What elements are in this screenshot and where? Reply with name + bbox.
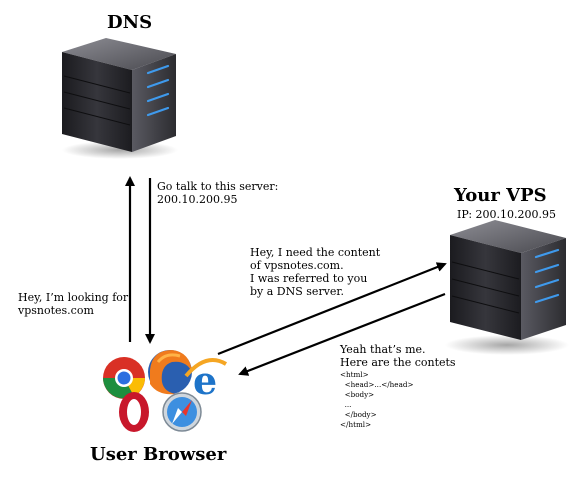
dns-server-icon [62,38,178,159]
message-dns-to-browser: Go talk to this server: 200.10.200.95 [157,180,279,206]
message-browser-to-vps: Hey, I need the content of vpsnotes.com.… [250,246,381,298]
browser-logos-icon: e [103,350,228,432]
arrow-vps-to-browser [238,292,446,376]
browser-title: User Browser [90,444,227,465]
message-vps-to-browser: Yeah that’s me. Here are the contets [340,343,456,369]
arrow-browser-to-vps [217,262,447,356]
message-browser-to-dns: Hey, I’m looking for vpsnotes.com [18,291,129,317]
firefox-logo-icon [148,350,192,395]
internet-explorer-logo-icon: e [184,358,228,403]
opera-logo-icon [119,392,149,432]
chrome-logo-icon [103,357,145,399]
html-code-snippet: <html> <head>...</head> <body> ... </bod… [340,370,414,429]
safari-logo-icon [162,392,202,432]
dns-title: DNS [107,12,153,33]
vps-ip-label: IP: 200.10.200.95 [457,208,557,221]
vps-title: Your VPS [454,185,547,206]
vps-server-icon [445,220,569,355]
